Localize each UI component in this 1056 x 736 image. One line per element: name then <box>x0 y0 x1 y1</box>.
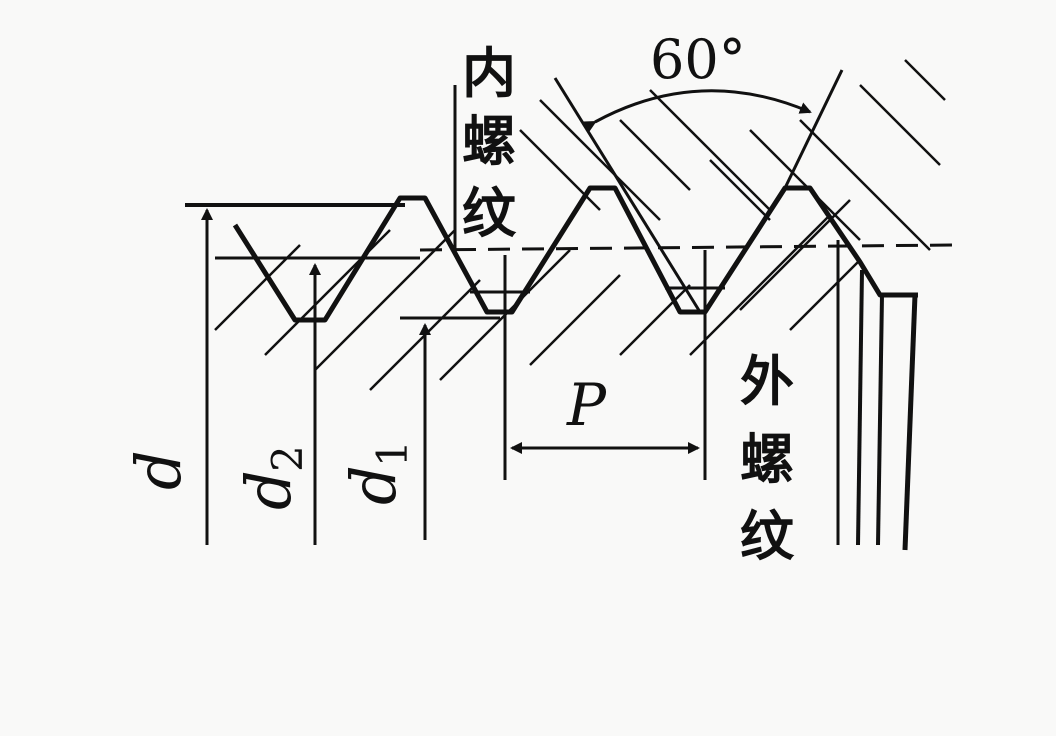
svg-text:螺: 螺 <box>740 428 794 491</box>
external-thread-label: 外 螺 纹 <box>740 350 795 568</box>
svg-text:纹: 纹 <box>462 182 517 245</box>
svg-text:纹: 纹 <box>740 505 795 568</box>
thread-profile-line <box>232 185 918 323</box>
svg-text:螺: 螺 <box>462 110 516 173</box>
angle-arc <box>583 89 812 133</box>
d1-label: d 1 <box>337 440 417 505</box>
svg-text:d: d <box>232 470 305 510</box>
d-label: d <box>122 450 195 490</box>
svg-text:d: d <box>337 465 410 505</box>
pitch-label: P <box>566 371 607 439</box>
pitch-line <box>419 243 956 252</box>
svg-text:d: d <box>122 450 195 490</box>
svg-text:外: 外 <box>740 350 794 413</box>
d2-label: d 2 <box>232 445 312 510</box>
internal-thread-label: 内 螺 纹 <box>462 42 517 245</box>
svg-text:1: 1 <box>368 440 417 467</box>
svg-text:2: 2 <box>263 445 312 472</box>
svg-text:内: 内 <box>462 42 516 105</box>
angle-label: 60° <box>650 28 746 91</box>
